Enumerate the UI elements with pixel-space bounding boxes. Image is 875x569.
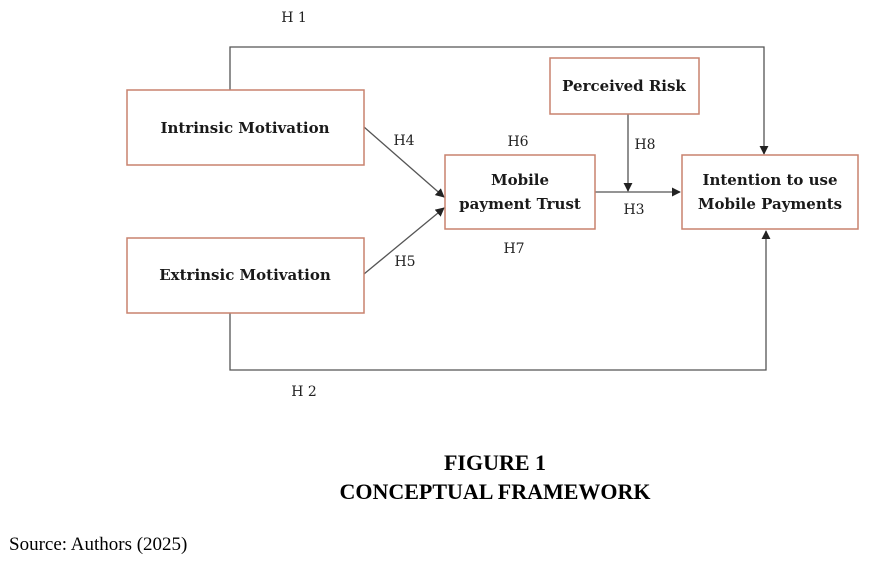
node-label-line-1: Mobile (491, 171, 549, 189)
node-perceived-risk: Perceived Risk (549, 57, 700, 115)
figure-number: FIGURE 1 (443, 450, 547, 475)
node-label: Perceived Risk (562, 77, 686, 95)
node-label: Extrinsic Motivation (159, 266, 331, 284)
node-intrinsic-motivation: Intrinsic Motivation (126, 89, 365, 166)
label-h2: H 2 (291, 384, 317, 400)
label-h5: H5 (394, 254, 415, 270)
node-label-line-1: Intention to use (702, 171, 837, 189)
edge-h2 (229, 230, 771, 371)
node-label-line-2: payment Trust (459, 195, 581, 213)
node-intention-to-use: Intention to use Mobile Payments (681, 154, 859, 230)
label-h6: H6 (507, 134, 528, 150)
node-label-line-2: Mobile Payments (698, 195, 842, 213)
node-label: Intrinsic Motivation (160, 119, 329, 137)
label-h4: H4 (393, 133, 414, 149)
label-h3: H3 (623, 202, 644, 218)
edge-h4 (363, 126, 445, 198)
node-mobile-payment-trust: Mobile payment Trust (444, 154, 596, 230)
label-h8: H8 (634, 137, 655, 153)
label-h7: H7 (503, 241, 524, 257)
figure-title: CONCEPTUAL FRAMEWORK (339, 479, 651, 504)
label-h1: H 1 (281, 10, 307, 26)
source-note: Source: Authors (2025) (9, 534, 188, 555)
edge-h1 (229, 46, 769, 155)
edge-h5 (363, 207, 445, 275)
node-extrinsic-motivation: Extrinsic Motivation (126, 237, 365, 314)
